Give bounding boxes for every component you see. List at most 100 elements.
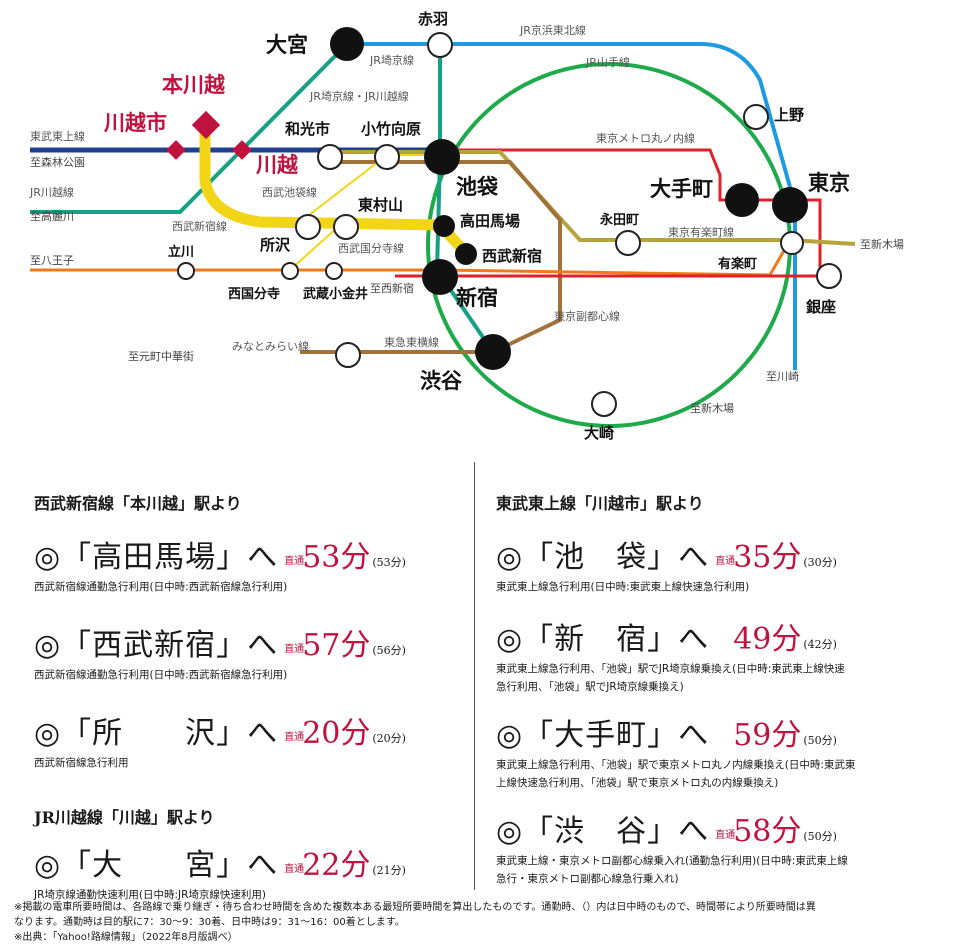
shinjuku-marker: [422, 259, 458, 295]
route-time: 53分: [302, 540, 371, 575]
station-nagatacho: 永田町: [599, 212, 639, 228]
line-label-seibu-shinjuku: 西武新宿線: [172, 219, 227, 233]
station-tokorozawa: 所沢: [260, 236, 291, 254]
dir-komagawa: 至高麗川: [30, 209, 74, 223]
left-column: 西武新宿線「本川越」駅より ◎「高田馬場」へ 直通 53分 (53分) 西武新宿…: [34, 490, 464, 922]
station-tokyo: 東京: [808, 171, 850, 195]
akabane-marker: [427, 32, 453, 58]
line-label-jr-kawagoe: JR川越線: [29, 185, 74, 199]
chuo-line: [30, 239, 792, 277]
line-label-saikyo: JR埼京線: [369, 53, 414, 67]
station-shinjuku: 新宿: [456, 286, 498, 310]
chokutsu-badge: 直通: [715, 556, 736, 567]
route-note: 西武新宿線通勤急行利用(日中時:西武新宿線急行利用): [34, 669, 288, 681]
seibushinjuku-marker: [455, 243, 477, 265]
dir-motomachi: 至元町中華街: [128, 349, 194, 363]
station-shibuya: 渋谷: [420, 369, 463, 393]
column-divider: [474, 462, 475, 890]
wakoshi-marker: [317, 144, 343, 170]
station-wakoshi: 和光市: [285, 120, 330, 138]
dir-kawasaki: 至川崎: [766, 369, 799, 383]
line-label-minatomirai: みなとみらい線: [232, 339, 309, 353]
line-label-fukutoshin: 東京副都心線: [554, 309, 620, 323]
kawagoe-diamond: [232, 140, 252, 160]
route-dest: ◎「池 袋」へ: [496, 540, 710, 575]
higashimurayama-marker: [333, 214, 359, 240]
section-honkawagoe-title: 西武新宿線「本川越」駅より: [34, 494, 242, 513]
tokyo-marker: [772, 187, 808, 223]
seibu-kokubunji-line: [289, 224, 341, 271]
nagatacho-marker: [615, 230, 641, 256]
fukutoshin-line: [300, 160, 562, 354]
route-daytime: (30分): [803, 556, 837, 569]
station-akabane: 赤羽: [418, 10, 448, 28]
yamanote-line: [426, 62, 792, 428]
route-note-cont: 急行利用、「池袋」駅でJR埼京線乗換え): [496, 681, 684, 693]
route-otemachi: ◎「大手町」へ 59分 (50分) 東武東上線急行利用、「池袋」駅で東京メトロ丸…: [496, 704, 946, 800]
omiya-marker: [330, 27, 364, 61]
chokutsu-badge: 直通: [284, 732, 305, 743]
route-dest: ◎「西武新宿」へ: [34, 628, 279, 663]
nishikokubunji-marker: [281, 262, 299, 280]
route-note: 西武新宿線通勤急行利用(日中時:西武新宿線急行利用): [34, 581, 288, 593]
station-kawagoe: 川越: [255, 153, 299, 177]
route-note-cont: 急行・東京メトロ副都心線急行乗入れ): [496, 873, 679, 885]
route-dest: ◎「大 宮」へ: [34, 848, 279, 883]
route-note-cont: 上線快速急行利用、「池袋」駅で東京メトロ丸の内線乗換え): [496, 777, 779, 789]
route-dest: ◎「高田馬場」へ: [34, 540, 279, 575]
route-time: 22分: [302, 848, 371, 883]
route-note: 東武東上線急行利用、「池袋」駅でJR埼京線乗換え(日中時:東武東上線快速: [496, 663, 845, 675]
tokorozawa-marker: [295, 214, 321, 240]
route-shibuya: ◎「渋 谷」へ 直通 58分 (50分) 東武東上線・東京メトロ副都心線乗入れ(…: [496, 800, 946, 896]
station-yurakucho: 有楽町: [718, 256, 757, 272]
route-daytime: (56分): [372, 644, 406, 657]
shinkoshigaya-marker: [335, 342, 361, 368]
line-label-toyoko: 東急東横線: [384, 335, 439, 349]
ueno-marker: [743, 104, 769, 130]
line-label-seibu-kokubunji: 西武国分寺線: [338, 241, 404, 255]
chokutsu-badge: 直通: [284, 864, 305, 875]
osaki-marker: [591, 391, 617, 417]
yurakucho-marker: [780, 231, 804, 255]
ikebukuro-marker: [424, 139, 460, 175]
chokutsu-badge: 直通: [284, 556, 305, 567]
kotakemukaihara-marker: [374, 144, 400, 170]
line-label-tojo: 東武東上線: [30, 129, 85, 143]
route-omiya: ◎「大 宮」へ 直通 22分 (21分) JR埼京線通勤快速利用(日中時:JR埼…: [34, 834, 464, 922]
footnote-line: なります。通勤時は目的駅に7：30～9：30着、日中時は9：31～16：00着と…: [14, 917, 405, 928]
line-label-yurakucho: 東京有楽町線: [668, 225, 734, 239]
route-time: 20分: [302, 716, 371, 751]
station-kawagoeshi: 川越市: [103, 111, 167, 135]
route-ikebukuro: ◎「池 袋」へ 直通 35分 (30分) 東武東上線急行利用(日中時:東武東上線…: [496, 526, 946, 608]
line-label-yamanote: JR山手線: [585, 55, 630, 69]
honkawagoe-diamond: [191, 110, 221, 140]
station-osaki: 大崎: [584, 424, 614, 442]
footnote-line: ※掲載の電車所要時間は、各路線で乗り継ぎ・待ち合わせ時間を含めた複数本ある最短所…: [14, 902, 816, 913]
route-dest: ◎「渋 谷」へ: [496, 814, 710, 849]
station-nishikokubunji: 西国分寺: [228, 286, 280, 302]
dir-shinrin: 至森林公園: [30, 155, 85, 169]
keihin-tohoku-line: [347, 42, 797, 370]
dir-hachioji: 至八王子: [30, 254, 74, 267]
station-musashikoganei: 武蔵小金井: [303, 286, 368, 302]
route-dest: ◎「所 沢」へ: [34, 716, 279, 751]
station-honkawagoe: 本川越: [162, 73, 226, 97]
route-time: 58分: [733, 814, 802, 849]
seibu-shinjuku-line: [199, 130, 470, 256]
route-note: 東武東上線急行利用(日中時:東武東上線快速急行利用): [496, 581, 750, 593]
route-dest: ◎「大手町」へ: [496, 718, 710, 753]
route-time: 35分: [733, 540, 802, 575]
route-note: JR埼京線通勤快速利用(日中時:JR埼京線快速利用): [34, 889, 267, 901]
station-ikebukuro: 池袋: [456, 175, 499, 199]
station-omiya: 大宮: [266, 33, 308, 57]
route-daytime: (50分): [803, 734, 837, 747]
line-label-saikyo-kawagoe: JR埼京線・JR川越線: [309, 89, 409, 103]
musashikoganei-marker: [325, 262, 343, 280]
route-note: 東武東上線・東京メトロ副都心線乗入れ(通勤急行利用)(日中時:東武東上線: [496, 855, 848, 867]
tachikawa-marker: [177, 262, 195, 280]
footnote: ※掲載の電車所要時間は、各路線で乗り継ぎ・待ち合わせ時間を含めた複数本ある最短所…: [14, 900, 949, 945]
ginza-marker: [816, 263, 842, 289]
route-map: 大宮 赤羽 本川越 川越市 川越 和光市 小竹向原 池袋 上野 大手町 東京 東…: [29, 10, 904, 442]
station-ginza: 銀座: [806, 298, 836, 316]
station-takadanobaba: 高田馬場: [460, 212, 520, 230]
